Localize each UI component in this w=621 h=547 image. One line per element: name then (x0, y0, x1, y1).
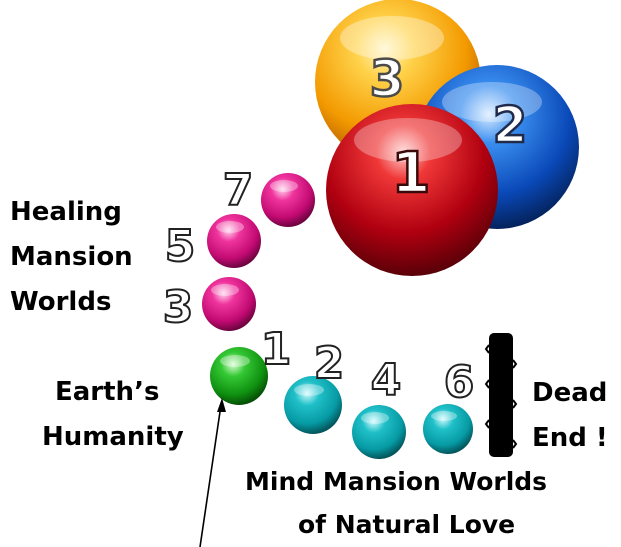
mind-label-line2: of Natural Love (298, 510, 516, 539)
earth-pointer-arrowhead (217, 398, 226, 412)
sphere-2-number: 2 (493, 96, 528, 154)
dead-end-label-line2: End ! (532, 423, 608, 453)
earth-pointer-arrow (199, 404, 222, 547)
dead-end-barrier (489, 333, 513, 457)
earth-label-line2: Humanity (42, 422, 184, 452)
mind-number-2: 2 (314, 338, 345, 389)
mind-sphere-4 (352, 405, 406, 459)
sphere-1-red (326, 104, 498, 276)
healing-label-line1: Healing (10, 197, 122, 227)
mind-number-4: 4 (371, 355, 402, 406)
earth-sphere (210, 347, 268, 405)
mind-number-6: 6 (444, 357, 475, 408)
mind-label-line1: Mind Mansion Worlds (245, 467, 548, 496)
mind-sphere-2 (284, 376, 342, 434)
healing-number-7: 7 (223, 165, 254, 216)
healing-label-line3: Worlds (10, 287, 112, 317)
healing-sphere-7 (261, 173, 315, 227)
healing-number-5: 5 (165, 221, 196, 272)
healing-number-3: 3 (163, 282, 194, 333)
sphere-1-number: 1 (392, 141, 431, 206)
healing-label-line2: Mansion (10, 242, 133, 272)
mind-sphere-6 (423, 404, 473, 454)
healing-sphere-5 (207, 214, 261, 268)
dead-end-label-line1: Dead (532, 378, 608, 408)
earth-label-line1: Earth’s (55, 377, 160, 407)
earth-number: 1 (261, 324, 292, 375)
sphere-3-number: 3 (370, 50, 405, 108)
healing-sphere-3 (202, 277, 256, 331)
barrier-edge-texture (484, 344, 518, 449)
